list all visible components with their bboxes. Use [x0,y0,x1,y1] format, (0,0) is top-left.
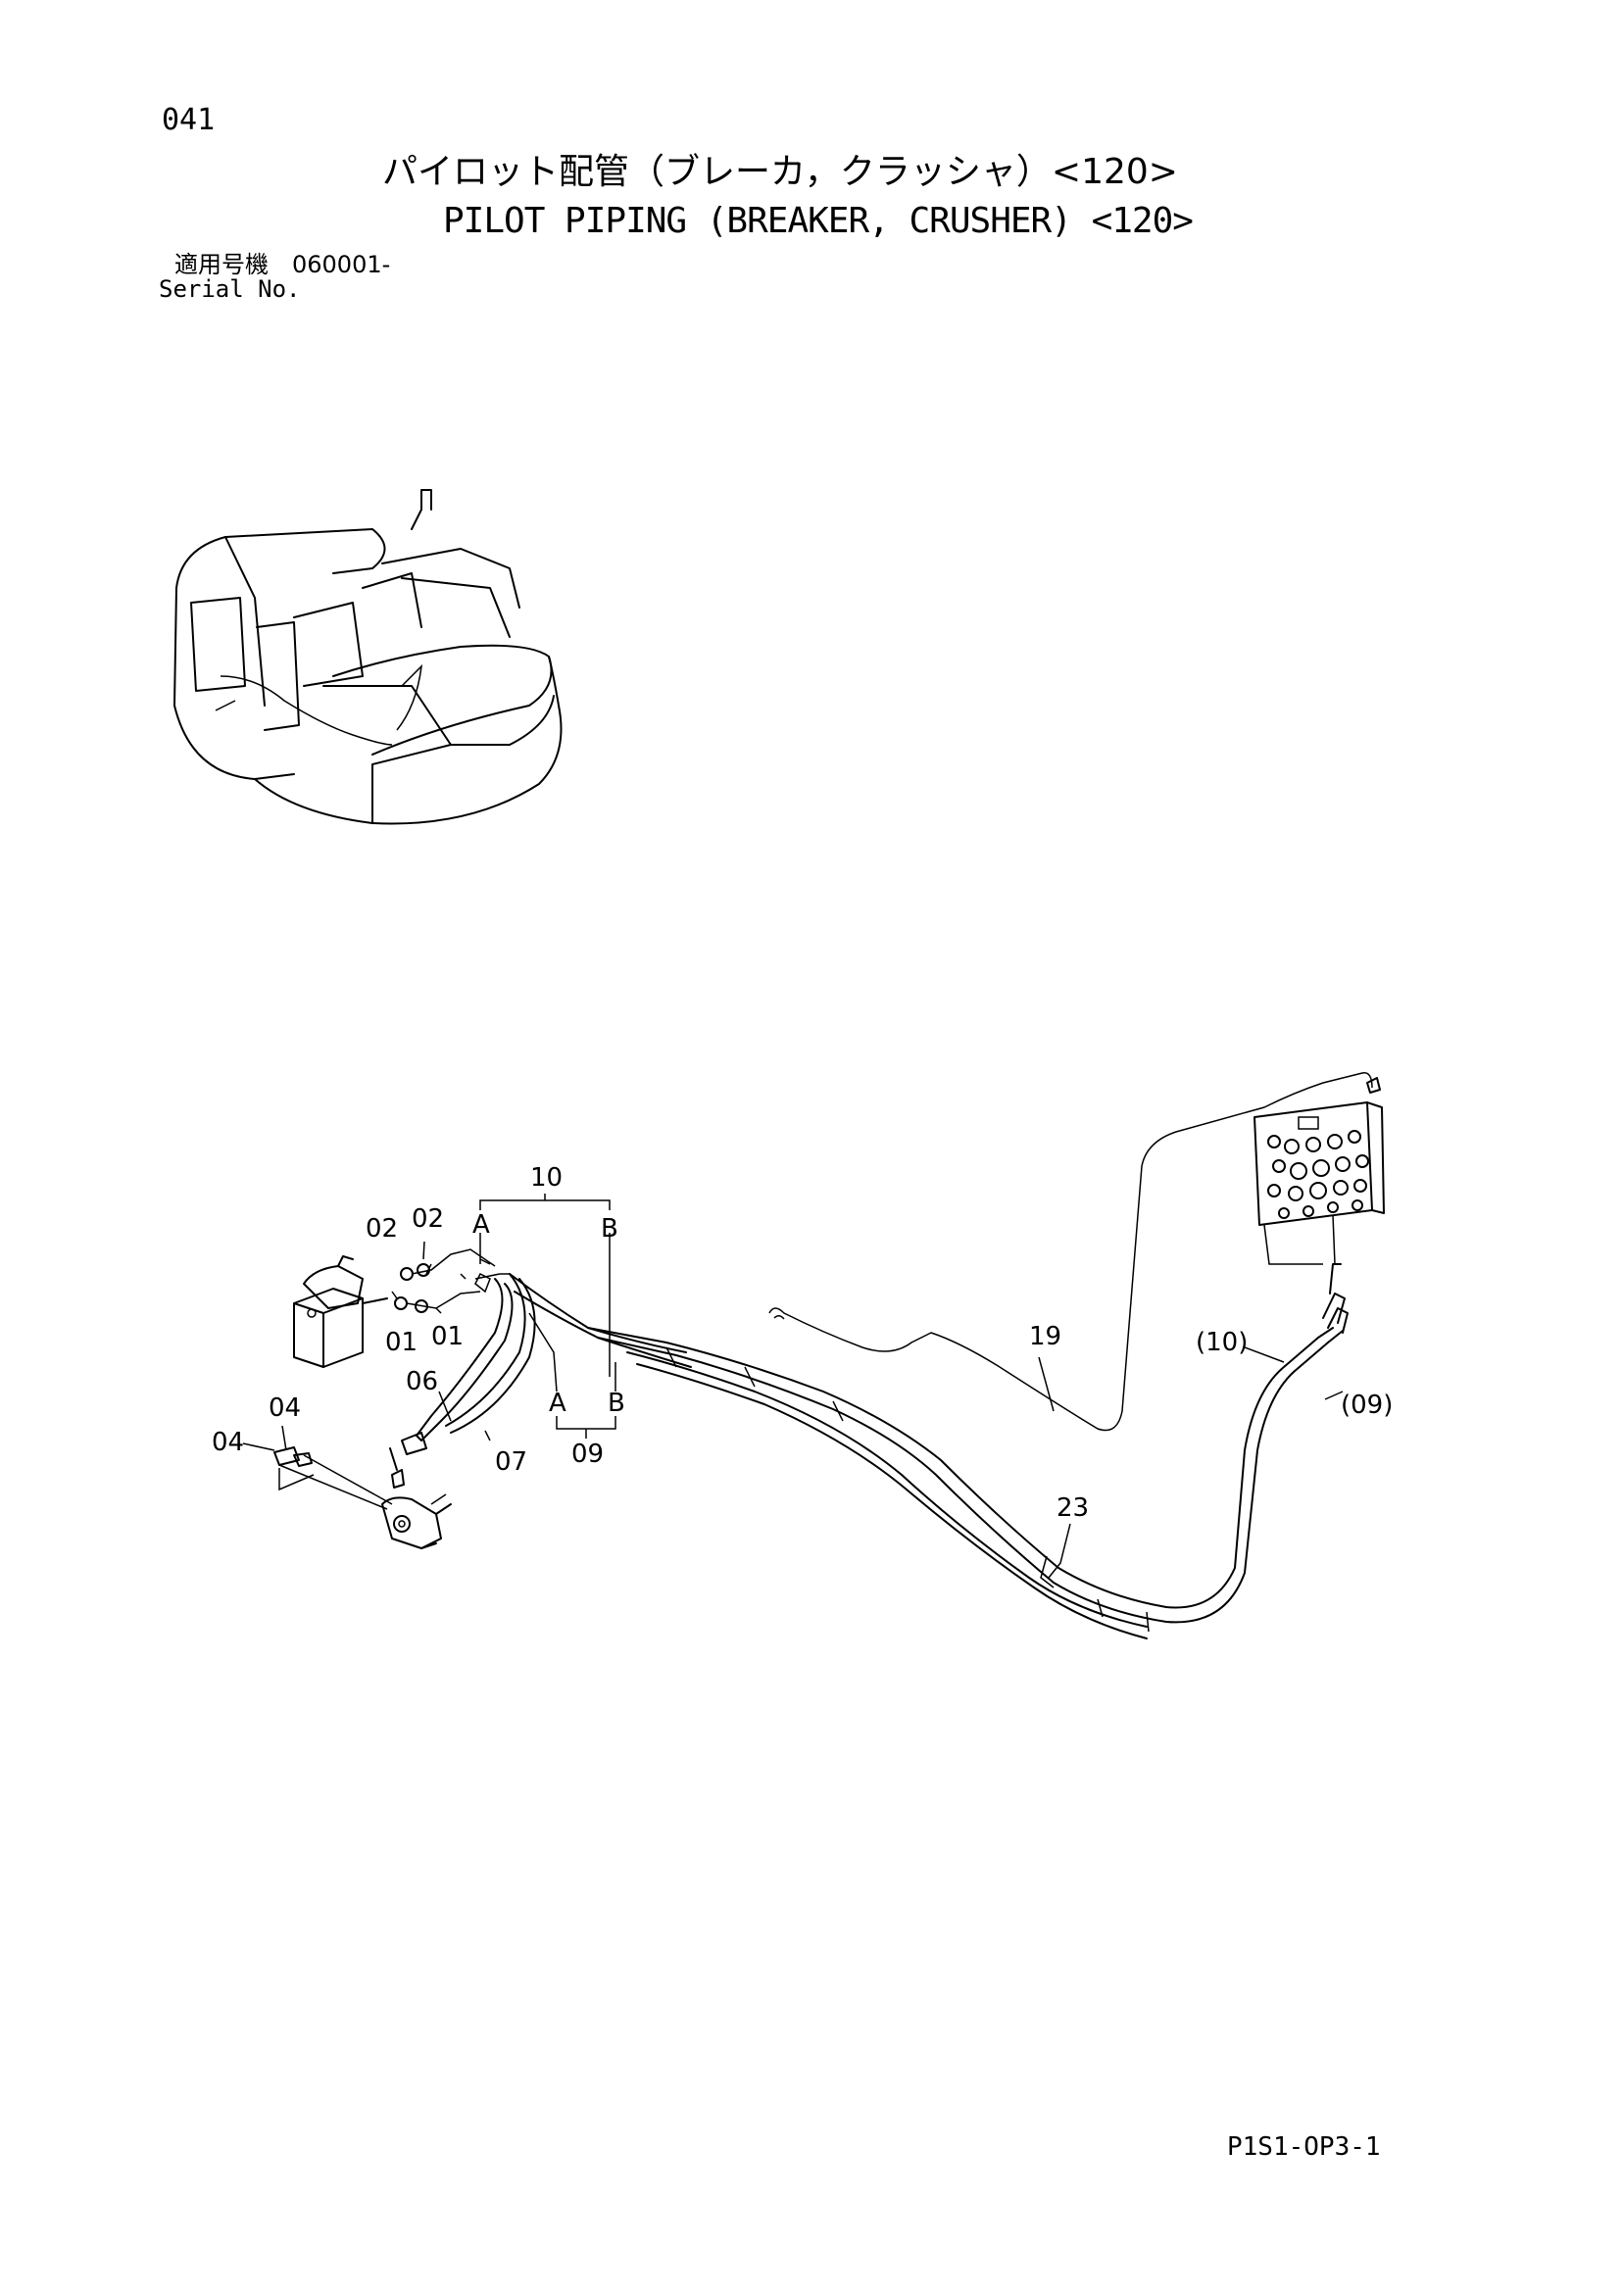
control-valve-block [1253,1101,1385,1265]
pilot-line-19 [768,1072,1381,1432]
serial-number-label-english: Serial No. [159,275,301,303]
page-title-english: PILOT PIPING (BREAKER, CRUSHER) <120> [443,201,1194,241]
callout-23: 23 [1057,1493,1089,1523]
callout-02-b: 02 [412,1204,444,1234]
callout-10-paren: (10) [1196,1328,1248,1357]
callout-01-a: 01 [385,1328,418,1357]
serial-number-label-japanese: 適用号機 060001- [174,251,391,278]
callout-leaders [242,1194,1344,1588]
main-hose-run [587,1263,1349,1639]
callout-A-bottom: A [549,1389,566,1418]
callout-10-top: 10 [530,1163,563,1193]
callout-labels: 10 02 02 A B 01 01 06 07 A B 09 04 04 19… [212,1163,1393,1523]
pilot-valve-assembly [293,1248,496,1368]
pedal-assembly [273,1446,452,1549]
page-number: 041 [162,103,216,137]
callout-06: 06 [406,1367,438,1396]
callout-B-top: B [601,1214,618,1244]
excavator-overview-illustration [173,489,563,825]
callout-09-paren: (09) [1341,1391,1393,1420]
callout-07: 07 [495,1447,527,1477]
callout-02-a: 02 [366,1214,398,1244]
callout-01-b: 01 [431,1322,464,1351]
callout-04-b: 04 [212,1428,244,1457]
callout-04-a: 04 [269,1393,301,1423]
callout-B-bottom: B [608,1389,625,1418]
callout-A-top: A [472,1210,490,1240]
callout-09-bottom: 09 [571,1440,604,1469]
callout-19: 19 [1029,1322,1061,1351]
drawing-code: P1S1-OP3-1 [1227,2132,1381,2162]
page-title-japanese: パイロット配管（ブレーカ，クラッシャ）<120> [382,152,1178,192]
